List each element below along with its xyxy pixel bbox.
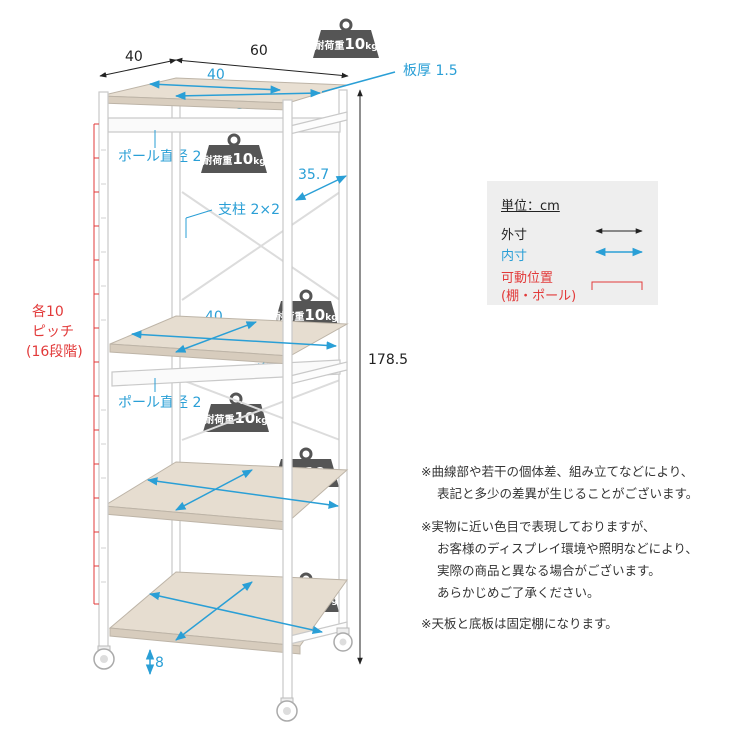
outer-depth-label: 40	[125, 49, 143, 65]
weight-badge-pole-lower: 耐荷重10kg	[201, 392, 271, 432]
note-line: ※曲線部や若干の個体差、組み立てなどにより、	[421, 464, 694, 479]
weight-badge-text: 耐荷重10kg	[274, 589, 338, 607]
weight-badge-shelf-2: 耐荷重10kg	[271, 289, 341, 329]
weight-badge-shelf-3: 耐荷重10kg	[271, 447, 341, 487]
outer-width-label: 60	[250, 43, 268, 59]
legend-adjustable-line1: 可動位置	[501, 271, 554, 286]
weight-badge-bottom: 耐荷重10kg	[271, 572, 341, 612]
caster-front-left	[93, 645, 115, 670]
legend-box: 単位：cm 外寸 内寸 可動位置 (棚・ポール)	[487, 181, 658, 305]
post-label: 支柱 2×2	[218, 202, 280, 218]
hanging-pole-upper	[107, 117, 341, 133]
note-line: ※実物に近い色目で表現しておりますが、	[421, 519, 656, 534]
caster-back-right	[333, 627, 353, 652]
pole-upper-label: ポール直径 2	[118, 149, 202, 165]
note-line: 実際の商品と異なる場合がございます。	[437, 563, 661, 578]
weight-badge-text: 耐荷重10kg	[274, 306, 338, 324]
pitch-label-2: ピッチ	[32, 324, 74, 340]
height-label: 178.5	[368, 352, 409, 368]
weight-badge-text: 耐荷重10kg	[204, 409, 268, 427]
pitch-label-3: (16段階)	[26, 344, 83, 360]
bottom-width-label: 55.7	[250, 629, 282, 645]
shelf3-depth-label: 40	[205, 464, 223, 480]
adjustable-range-bracket	[93, 123, 99, 605]
shelf2-width-label: 55	[257, 353, 275, 369]
weight-badge-text: 耐荷重10kg	[314, 35, 378, 53]
weight-badge-text: 耐荷重10kg	[202, 150, 266, 168]
board-thickness-label: 板厚 1.5	[403, 63, 458, 79]
side-inner-depth-label: 35.7	[298, 167, 330, 183]
weight-badge-top: 耐荷重10kg	[311, 18, 381, 58]
weight-badge-text: 耐荷重10kg	[274, 464, 338, 482]
caster-front-right	[276, 697, 298, 722]
note-line: 表記と多少の差異が生じることがございます。	[437, 486, 699, 501]
shelf3-width-label: 55	[257, 514, 275, 530]
legend-title: 単位：cm	[501, 199, 560, 214]
caster-clearance-label: 8	[155, 655, 164, 671]
legend-outer-label: 外寸	[501, 228, 528, 243]
note-line: ※天板と底板は固定棚になります。	[421, 616, 618, 631]
note-line: あらかじめご了承ください。	[437, 585, 600, 600]
adjust-holes	[101, 149, 106, 583]
bottom-depth-label: 40	[205, 573, 223, 589]
note-line: お客様のディスプレイ環境や照明などにより、	[437, 541, 698, 556]
pitch-label-1: 各10	[32, 304, 64, 320]
side-rails	[289, 111, 348, 645]
shelf2-depth-label: 40	[205, 309, 223, 325]
pole-lower-label: ポール直径 2	[118, 395, 202, 411]
hanging-pole-lower	[111, 359, 341, 387]
top-inner-width-label: 55.7	[236, 97, 268, 113]
legend-adjustable-line2: (棚・ポール)	[501, 289, 577, 304]
top-inner-depth-label: 40	[207, 67, 225, 83]
weight-badge-pole-upper: 耐荷重10kg	[199, 133, 269, 173]
legend-inner-label: 内寸	[501, 249, 528, 264]
